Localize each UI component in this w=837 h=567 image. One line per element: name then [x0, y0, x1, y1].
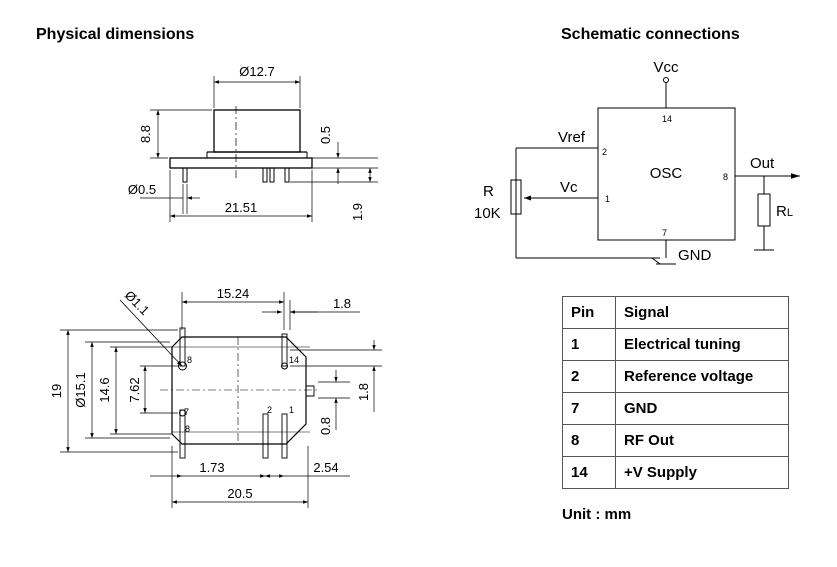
pin-label: 8 — [185, 424, 190, 434]
pin — [262, 167, 268, 183]
signal-cell: RF Out — [615, 424, 789, 457]
dim-pin-length: 1.9 — [350, 203, 365, 221]
table-row: 2 Reference voltage — [562, 360, 789, 393]
dim-offset: 0.8 — [318, 417, 333, 435]
pin-number: 7 — [662, 228, 667, 238]
physical-dimensions-title: Physical dimensions — [36, 26, 195, 43]
pin — [269, 167, 275, 183]
dim-pin-diameter: Ø0.5 — [128, 182, 156, 197]
label-out: Out — [750, 155, 775, 172]
base-plate — [169, 157, 313, 169]
pin — [182, 167, 188, 183]
dim-pin-gap-right: 1.8 — [356, 383, 371, 401]
signal-cell: Reference voltage — [615, 360, 789, 393]
schematic-connections-title: Schematic connections — [561, 26, 740, 43]
label-gnd: GND — [678, 247, 712, 264]
label-osc: OSC — [650, 165, 683, 182]
dim-pin-gap-top: 1.8 — [333, 296, 351, 311]
pin — [284, 167, 290, 183]
signal-cell: +V Supply — [615, 456, 789, 489]
pin-number: 1 — [605, 194, 610, 204]
column-header-pin: Pin — [562, 296, 616, 329]
pin-cell: 8 — [562, 424, 616, 457]
dim-total-length: 20.5 — [227, 486, 252, 501]
label-r-value: 10K — [474, 205, 501, 222]
schematic — [510, 77, 800, 265]
table-row: 8 RF Out — [562, 424, 789, 457]
dim-span-top: 15.24 — [217, 286, 250, 301]
dim-flange: 0.5 — [318, 126, 333, 144]
dim-can-diameter-bottom: Ø15.1 — [73, 372, 88, 407]
load-resistor — [757, 193, 771, 227]
pin-label: 1 — [289, 405, 294, 415]
dim-width: 19 — [49, 384, 64, 398]
signal-cell: GND — [615, 392, 789, 425]
bottom-view-labels: Ø1.1 15.24 1.8 19 Ø15.1 14.6 7.62 1.8 0.… — [49, 286, 371, 501]
side-view — [140, 76, 378, 222]
table-row: 1 Electrical tuning — [562, 328, 789, 361]
dim-pin-offset: 1.73 — [199, 460, 224, 475]
pin-number: 14 — [662, 114, 672, 124]
pin-number: 2 — [602, 147, 607, 157]
pin-cell: 14 — [562, 456, 616, 489]
pin-number: 8 — [723, 172, 728, 182]
side-view-labels: Ø12.7 8.8 0.5 Ø0.5 21.51 1.9 — [128, 64, 365, 221]
label-vref: Vref — [558, 129, 586, 146]
unit-note: Unit : mm — [562, 506, 632, 523]
pin-table: Pin Signal 1 Electrical tuning 2 Referen… — [562, 296, 789, 489]
pin-label: 8 — [187, 355, 192, 365]
dim-length: 21.51 — [225, 200, 258, 215]
pin-label: 7 — [184, 407, 189, 417]
schematic-labels: Vcc Vref Vc OSC Out GND R 10K RL 14 2 1 … — [474, 59, 793, 264]
dim-can-diameter: Ø12.7 — [239, 64, 274, 79]
signal-cell: Electrical tuning — [615, 328, 789, 361]
label-rl: RL — [776, 203, 793, 220]
dim-hole: Ø1.1 — [122, 288, 153, 319]
pin-cell: 7 — [562, 392, 616, 425]
table-header-row: Pin Signal — [562, 296, 789, 329]
dim-pitch: 2.54 — [313, 460, 338, 475]
dim-height: 8.8 — [138, 125, 153, 143]
bottom-view — [60, 292, 382, 508]
column-header-signal: Signal — [615, 296, 789, 329]
label-vc: Vc — [560, 179, 578, 196]
table-row: 7 GND — [562, 392, 789, 425]
potentiometer — [510, 179, 522, 215]
pin-cell: 1 — [562, 328, 616, 361]
pin-cell: 2 — [562, 360, 616, 393]
dim-half: 7.62 — [127, 377, 142, 402]
label-vcc: Vcc — [653, 59, 679, 76]
pin-label: 14 — [289, 355, 299, 365]
base-outline — [171, 336, 307, 445]
pin-label: 2 — [267, 405, 272, 415]
table-row: 14 +V Supply — [562, 456, 789, 489]
label-r: R — [483, 183, 494, 200]
dim-inner: 14.6 — [97, 377, 112, 402]
can-body — [213, 109, 301, 153]
